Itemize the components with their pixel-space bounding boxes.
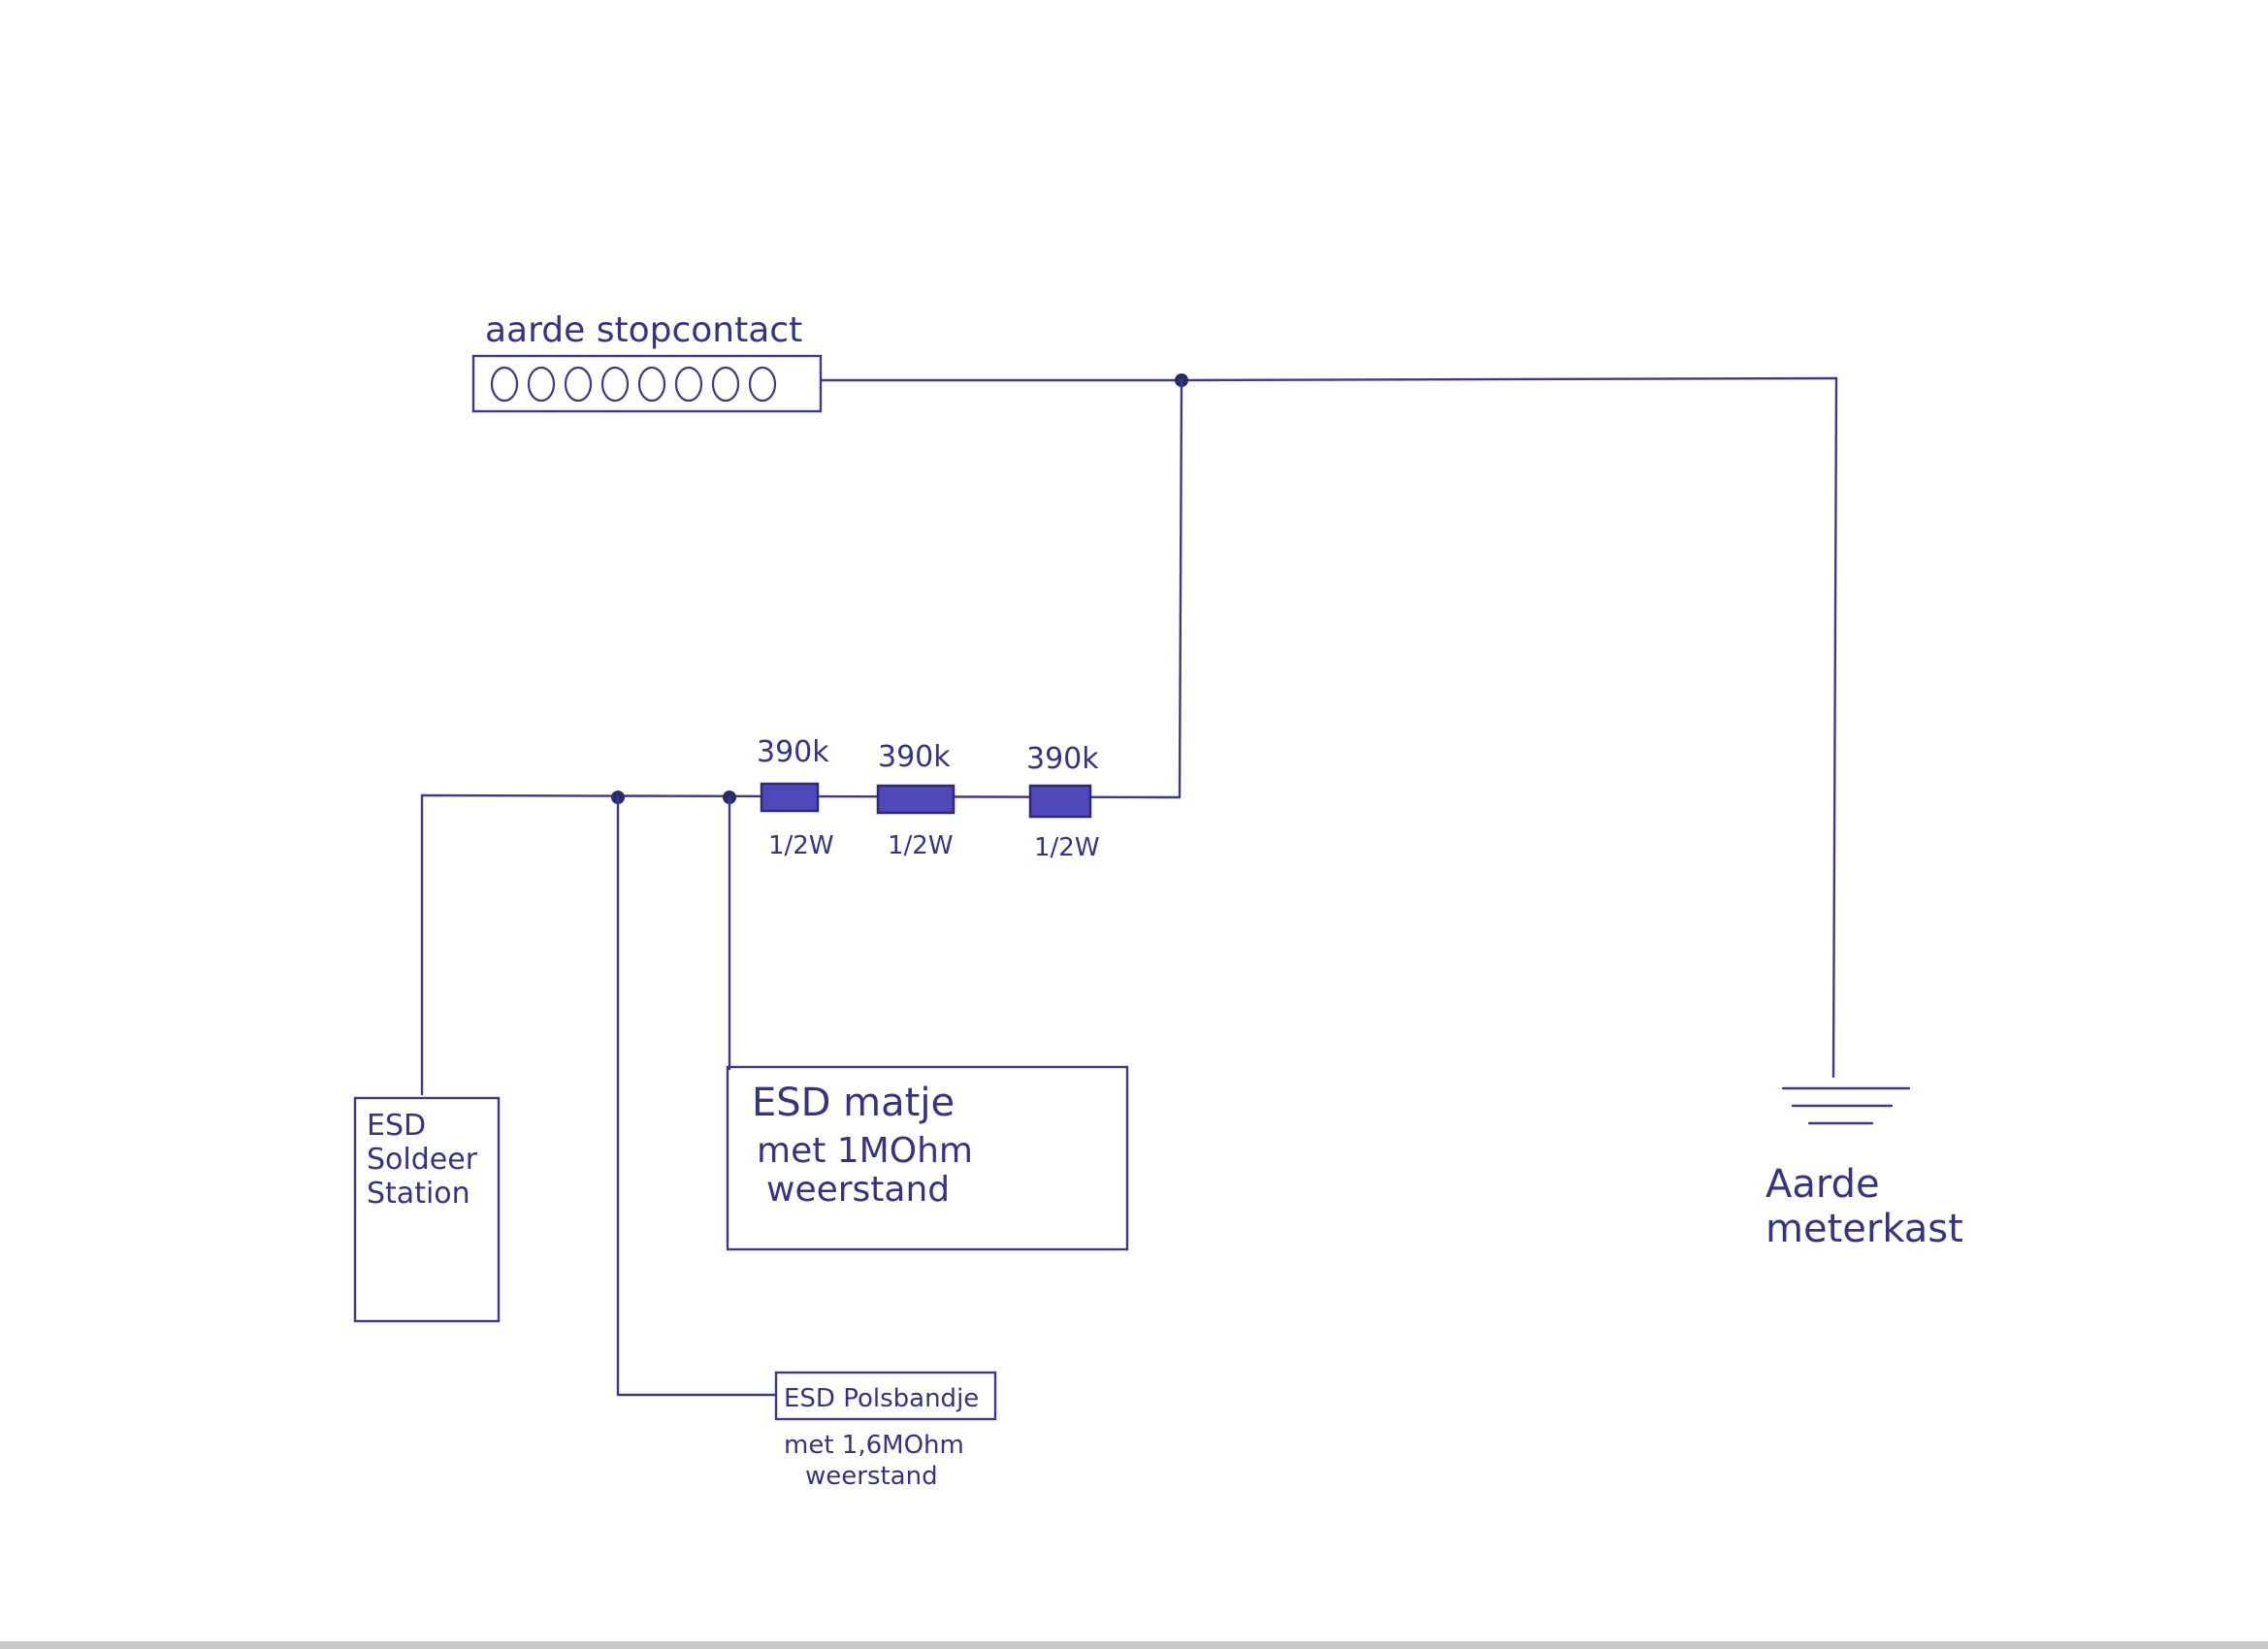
wire-node-to-corner	[1180, 376, 1838, 382]
socket-hole-3	[564, 366, 593, 403]
page-bottom-edge	[0, 1641, 2268, 1649]
resistor-value-1: 390k	[757, 735, 829, 769]
ground-label-1: Aarde	[1766, 1162, 1880, 1207]
esd-mat-label-2: met 1MOhm	[757, 1131, 973, 1171]
resistor-power-2: 1/2W	[888, 831, 954, 860]
solder-station-label-3: Station	[367, 1177, 470, 1211]
socket-hole-6	[674, 366, 703, 403]
wire-junction-down	[1178, 378, 1183, 799]
resistor-2: 390k 1/2W	[876, 740, 956, 860]
wire-to-ground	[1831, 376, 1838, 1079]
resistor-3: 390k 1/2W	[1026, 742, 1100, 862]
ground-label-2: meterkast	[1766, 1207, 1963, 1251]
socket-strip: aarde stopcontact	[471, 310, 823, 413]
socket-hole-7	[711, 366, 740, 403]
socket-hole-8	[748, 366, 777, 403]
resistor-value-3: 390k	[1026, 742, 1099, 776]
socket-hole-1	[490, 366, 519, 403]
socket-holes	[490, 366, 777, 403]
socket-hole-2	[527, 366, 556, 403]
solder-station-label-1: ESD	[367, 1109, 426, 1143]
resistor-body-1	[760, 782, 820, 813]
resistor-power-1: 1/2W	[768, 831, 834, 860]
esd-mat-box	[726, 1065, 1129, 1251]
socket-label: aarde stopcontact	[485, 310, 802, 350]
solder-station-box	[353, 1096, 501, 1323]
wristband-label: ESD Polsbandje	[784, 1384, 979, 1413]
esd-mat: ESD matje met 1MOhm weerstand	[726, 1065, 1129, 1251]
esd-mat-label-3: weerstand	[766, 1170, 950, 1210]
socket-hole-4	[600, 366, 630, 403]
resistor-1: 390k 1/2W	[757, 735, 834, 860]
wristband-label-3: weerstand	[805, 1462, 938, 1491]
socket-hole-5	[637, 366, 666, 403]
solder-station-label-2: Soldeer	[367, 1143, 478, 1177]
solder-station: ESD Soldeer Station	[353, 1096, 501, 1323]
wristband-label-2: met 1,6MOhm	[784, 1431, 964, 1460]
resistor-value-2: 390k	[878, 740, 951, 774]
esd-mat-label-1: ESD matje	[752, 1081, 955, 1125]
ground-symbol: Aarde meterkast	[1766, 1086, 1963, 1251]
socket-box	[471, 354, 823, 413]
resistor-body-2	[876, 784, 956, 815]
wristband: ESD Polsbandje met 1,6MOhm weerstand	[774, 1371, 997, 1491]
resistor-power-3: 1/2W	[1034, 833, 1100, 862]
wristband-box	[774, 1371, 997, 1421]
resistor-body-3	[1028, 784, 1092, 819]
